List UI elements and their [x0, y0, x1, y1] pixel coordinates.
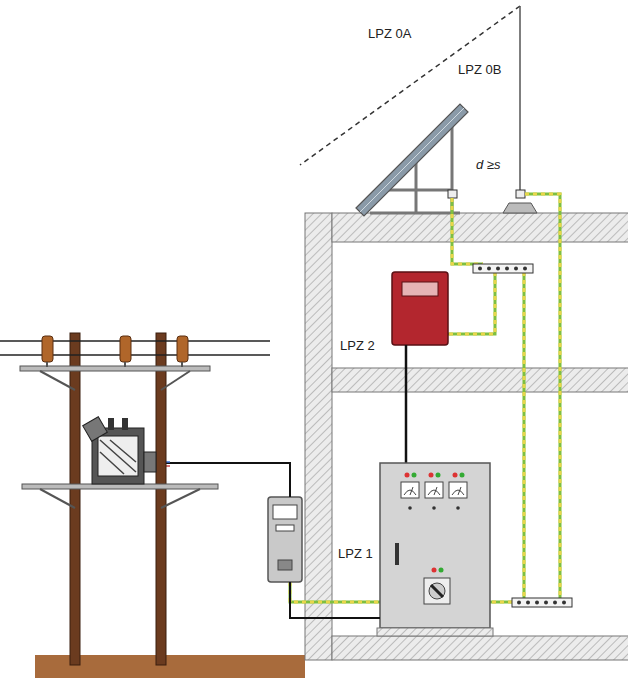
- zone-label: LPZ 0A: [368, 27, 411, 41]
- busbar: [473, 264, 533, 273]
- air-terminal: [519, 6, 521, 198]
- floor-slab: [332, 368, 628, 392]
- supply-cable: [160, 463, 290, 497]
- zone-label: LPZ 0B: [458, 63, 501, 77]
- zone-label: LPZ 1: [338, 547, 373, 561]
- supply-cable: [290, 582, 380, 618]
- rod-base: [503, 203, 537, 213]
- cabinet-base: [377, 628, 493, 636]
- ground-slab: [332, 636, 628, 660]
- energy-meter: [268, 497, 302, 582]
- pv-frame: [370, 122, 460, 213]
- handle: [395, 543, 399, 565]
- inverter: [392, 272, 448, 345]
- power-cable: [405, 345, 408, 463]
- gauges: [401, 473, 467, 510]
- zone-label: LPZ 2: [340, 339, 375, 353]
- wall: [305, 213, 332, 660]
- clamp: [516, 190, 525, 198]
- distribution-cabinet: [380, 463, 490, 628]
- protection-angle: [300, 6, 520, 165]
- clamp: [448, 190, 457, 198]
- inverter-display: [402, 282, 438, 296]
- transformer: [83, 417, 156, 484]
- busbar: [512, 598, 572, 607]
- zone-label: d ≥s: [476, 158, 500, 172]
- roof-slab: [332, 213, 628, 242]
- pv-panel-edge: [360, 108, 464, 212]
- main-switch: [424, 578, 450, 604]
- utility-poles: [0, 333, 270, 665]
